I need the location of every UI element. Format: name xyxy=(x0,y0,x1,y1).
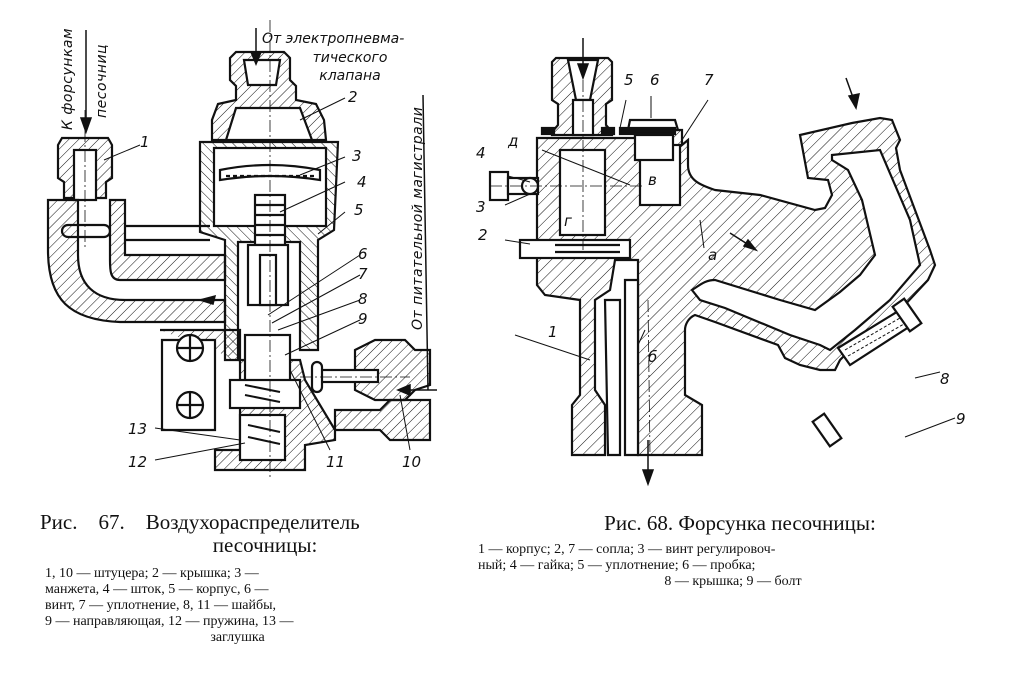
annotation-from-valve-line1: От электропневма- xyxy=(262,31,405,47)
part-label-8: 8 xyxy=(940,370,950,388)
legend-line: винт, 7 — уплотнение, 8, 11 — шайбы, xyxy=(45,598,276,613)
figure-67-caption-title-line2: песочницы: xyxy=(212,533,318,557)
part-label-9: 9 xyxy=(358,310,368,328)
part-label-2: 2 xyxy=(478,226,488,244)
figure-67-caption-title: Рис. 67. Воздухораспределитель xyxy=(40,510,440,534)
figure-68-caption-title: Рис. 68. Форсунка песочницы: xyxy=(604,511,876,535)
part-label-8: 8 xyxy=(358,290,368,308)
legend-line: заглушка xyxy=(210,630,265,645)
part-label-7: 7 xyxy=(358,265,368,283)
part-label-12: 12 xyxy=(128,453,148,471)
part-label-3: 3 xyxy=(476,198,486,216)
legend-line: 8 — крышка; 9 — болт xyxy=(664,574,802,589)
channel-label-d: д xyxy=(508,132,519,150)
part-label-4: 4 xyxy=(357,173,367,191)
part-label-5: 5 xyxy=(354,201,364,219)
part-label-13: 13 xyxy=(128,420,148,438)
part-label-7: 7 xyxy=(704,71,714,89)
channel-label-a: а xyxy=(708,246,718,264)
annotation-from-valve-line2: тического xyxy=(312,50,388,66)
annotation-from-valve-line3: клапана xyxy=(319,68,381,84)
figure-68: 1 2 3 4 5 6 7 8 9 д в г а б Рис. 68. Фор… xyxy=(460,0,1009,660)
part-label-4: 4 xyxy=(476,144,486,162)
annotation-to-sanders-2: песочниц xyxy=(94,43,110,118)
part-label-3: 3 xyxy=(352,147,362,165)
part-label-11: 11 xyxy=(326,453,346,471)
part-label-1: 1 xyxy=(548,323,558,341)
figure-67: К форсункам песочниц От электропневма- т… xyxy=(0,0,460,660)
part-label-1: 1 xyxy=(140,133,150,151)
figure-67-drawing xyxy=(46,20,437,480)
legend-line: манжета, 4 — шток, 5 — корпус, 6 — xyxy=(45,582,269,597)
figure-prefix: Рис. xyxy=(40,510,78,534)
channel-label-b: б xyxy=(648,348,658,366)
part-label-5: 5 xyxy=(624,71,634,89)
legend-line: 9 — направляющая, 12 — пружина, 13 — xyxy=(45,614,294,629)
channel-label-g: г xyxy=(564,212,572,230)
part-label-10: 10 xyxy=(402,453,422,471)
part-label-9: 9 xyxy=(956,410,966,428)
annotation-from-main: От питательной магистрали xyxy=(410,106,426,330)
figure-number: 67. xyxy=(98,510,125,534)
legend-line: 1, 10 — штуцера; 2 — крышка; 3 — xyxy=(45,566,259,581)
figure-68-drawing xyxy=(488,38,956,487)
part-label-6: 6 xyxy=(650,71,660,89)
part-label-6: 6 xyxy=(358,245,368,263)
legend-line: ный; 4 — гайка; 5 — уплотнение; 6 — проб… xyxy=(478,558,756,573)
annotation-to-sanders: К форсункам xyxy=(60,27,76,130)
figure-title: Воздухораспределитель xyxy=(145,510,360,534)
part-label-2: 2 xyxy=(348,88,358,106)
fitting-10 xyxy=(353,338,432,402)
legend-line: 1 — корпус; 2, 7 — сопла; 3 — винт регул… xyxy=(478,542,776,557)
channel-label-v: в xyxy=(648,171,657,189)
